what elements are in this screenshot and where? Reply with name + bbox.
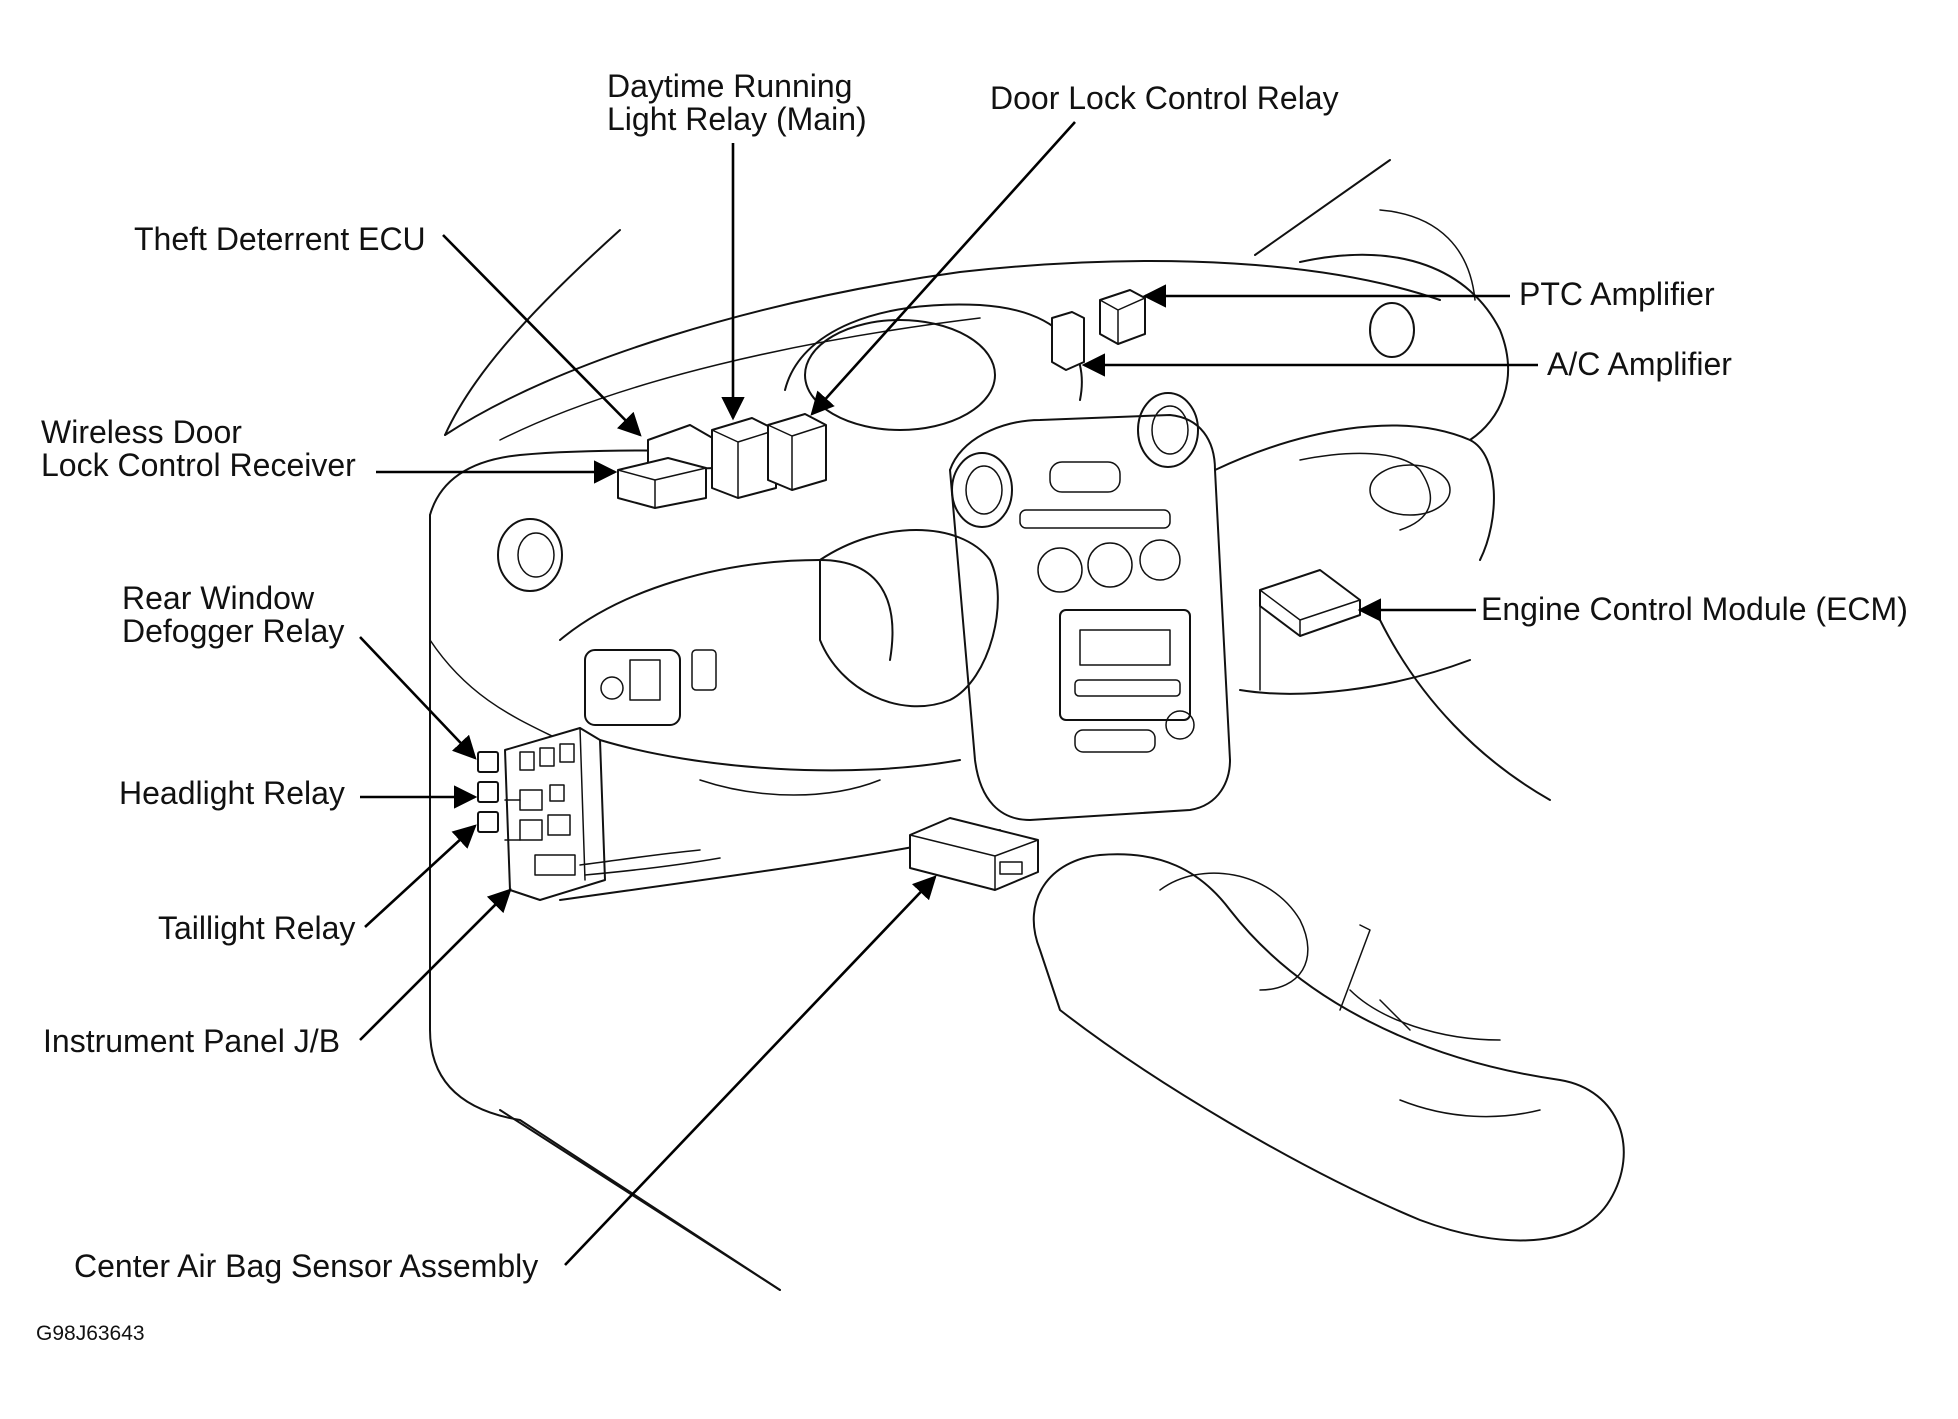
label-ptc-amplifier: PTC Amplifier: [1519, 276, 1715, 312]
label-headlight-relay: Headlight Relay: [119, 775, 345, 811]
label-instrument-panel-jb: Instrument Panel J/B: [43, 1023, 341, 1059]
figure-code: G98J63643: [36, 1322, 145, 1345]
leader-lines: [359, 121, 1538, 1266]
label-daytime-running-light-relay: Daytime Running Light Relay (Main): [607, 68, 867, 137]
dashboard-outline: [429, 159, 1625, 1291]
label-door-lock-control-relay: Door Lock Control Relay: [990, 80, 1339, 116]
label-center-air-bag-sensor: Center Air Bag Sensor Assembly: [74, 1248, 539, 1284]
label-ac-amplifier: A/C Amplifier: [1547, 346, 1732, 382]
label-rear-window-defogger-relay: Rear Window Defogger Relay: [122, 580, 345, 649]
label-theft-deterrent-ecu: Theft Deterrent ECU: [134, 221, 426, 257]
label-wireless-door-lock-receiver: Wireless Door Lock Control Receiver: [41, 414, 356, 483]
junction-block: [477, 727, 721, 901]
label-engine-control-module: Engine Control Module (ECM): [1481, 591, 1908, 627]
label-taillight-relay: Taillight Relay: [158, 910, 356, 946]
components: [477, 289, 1361, 901]
